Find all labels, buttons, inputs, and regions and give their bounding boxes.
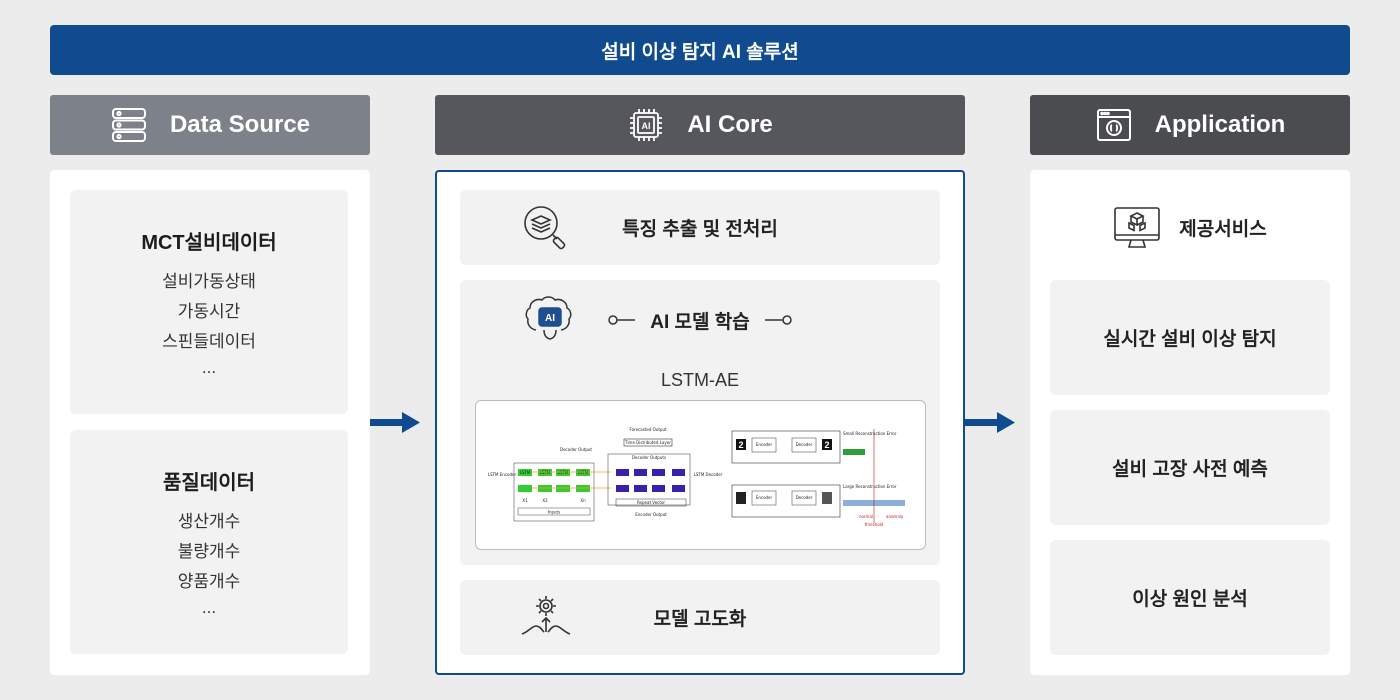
ai-model-row: AI 모델 학습: [460, 305, 940, 335]
ai-chip-icon: AI: [627, 106, 665, 144]
service-header: 제공서비스: [1030, 200, 1350, 255]
svg-text:AI: AI: [545, 313, 555, 324]
quality-item: 생산개수: [177, 512, 241, 531]
gear-hands-icon: [521, 596, 571, 635]
server-icon: [110, 106, 148, 144]
quality-title: 품질데이터: [163, 472, 255, 494]
lstm-ae-diagram: LSTM Encoder LSTM LSTM LSTM LSTM X1 X2 X…: [488, 427, 905, 527]
feature-label: 특징 추출 및 전처리: [622, 219, 778, 240]
ai-core-label: AI Core: [687, 111, 773, 138]
lstm-cell-label: LSTM: [540, 470, 551, 475]
ai-core-header: AI AI Core: [435, 95, 965, 155]
inputs-label: Inputs: [548, 510, 560, 515]
flow-arrow-icon: [370, 412, 420, 433]
connector-right-icon: [764, 315, 792, 325]
application-label: Application: [1154, 111, 1286, 138]
service-label: 제공서비스: [1179, 219, 1267, 240]
svg-text:AI: AI: [642, 121, 651, 131]
forecasted-output-label: Forecasted Output: [629, 427, 667, 432]
decoder-label: Decoder: [796, 495, 813, 500]
encoder-label: Encoder: [756, 495, 773, 500]
lstm-decoder-label: LSTM Decoder: [694, 472, 723, 477]
flow-arrow-icon: [965, 412, 1015, 433]
feature-extraction-card: 특징 추출 및 전처리: [460, 190, 940, 265]
normal-label: normal: [859, 514, 873, 519]
digit-label: 2: [738, 440, 743, 450]
advance-label: 모델 고도화: [653, 609, 747, 630]
mct-data-card: MCT설비데이터 설비가동상태 가동시간 스핀들데이터 ...: [70, 190, 348, 414]
repeat-vector-label: Repeat Vector: [637, 500, 665, 505]
app-service-label: 설비 고장 사전 예측: [1112, 459, 1268, 480]
model-name: LSTM-AE: [660, 370, 739, 390]
quality-data-card: 품질데이터 생산개수 불량개수 양품개수 ...: [70, 430, 348, 654]
encoder-output-label: Encoder Output: [635, 512, 667, 517]
mct-item: 가동시간: [177, 302, 241, 321]
app-service-label: 이상 원인 분석: [1132, 589, 1248, 610]
x2-label: X2: [542, 498, 548, 503]
x1-label: X1: [522, 498, 528, 503]
quality-item: ...: [201, 598, 217, 617]
mct-item: ...: [201, 358, 217, 377]
app-service-card: 실시간 설비 이상 탐지: [1050, 280, 1330, 395]
decoder-label: Decoder: [796, 442, 813, 447]
data-source-header: Data Source: [50, 95, 370, 155]
app-service-card: 설비 고장 사전 예측: [1050, 410, 1330, 525]
data-source-label: Data Source: [169, 111, 311, 138]
lstm-cell-label: LSTM: [578, 470, 589, 475]
ai-model-label: AI 모델 학습: [650, 311, 750, 333]
model-advance-card: 모델 고도화: [460, 580, 940, 655]
quality-item: 불량개수: [177, 542, 241, 561]
lstm-cell-label: LSTM: [558, 470, 569, 475]
connector-left-icon: [608, 315, 636, 325]
small-error-label: Small Reconstruction Error: [843, 431, 897, 436]
solution-banner: 설비 이상 탐지 AI 솔루션: [50, 25, 1350, 75]
monitor-cubes-icon: [1114, 206, 1161, 248]
brain-ai-icon: AI: [525, 296, 572, 340]
decoder-outputs-label: Decoder Outputs: [632, 455, 666, 460]
encoder-lstm-cells: LSTM LSTM LSTM LSTM: [518, 469, 590, 492]
browser-window-icon: [1095, 106, 1133, 144]
mct-title: MCT설비데이터: [141, 232, 277, 254]
lstm-encoder-label: LSTM Encoder: [488, 472, 517, 477]
search-layers-icon: [524, 206, 566, 250]
lstm-ae-figure: LSTM Encoder LSTM LSTM LSTM LSTM X1 X2 X…: [475, 400, 926, 550]
threshold-label: threshold: [865, 522, 884, 527]
xn-label: Xn: [580, 498, 586, 503]
app-service-label: 실시간 설비 이상 탐지: [1103, 329, 1277, 350]
application-header: Application: [1030, 95, 1350, 155]
banner-title: 설비 이상 탐지 AI 솔루션: [601, 41, 799, 63]
anomaly-label: anomaly: [886, 514, 904, 519]
mct-item: 설비가동상태: [162, 272, 256, 291]
quality-item: 양품개수: [177, 572, 241, 591]
time-distributed-label: Time Distributed Layer: [624, 440, 671, 445]
large-error-label: Large Reconstruction Error: [843, 484, 897, 489]
digit-label: 2: [824, 440, 829, 450]
mct-item: 스핀들데이터: [162, 332, 256, 351]
lstm-cell-label: LSTM: [520, 470, 531, 475]
decoder-output-label: Decoder Output: [560, 447, 592, 452]
encoder-label: Encoder: [756, 442, 773, 447]
app-service-card: 이상 원인 분석: [1050, 540, 1330, 655]
decoder-lstm-cells: [616, 469, 685, 492]
